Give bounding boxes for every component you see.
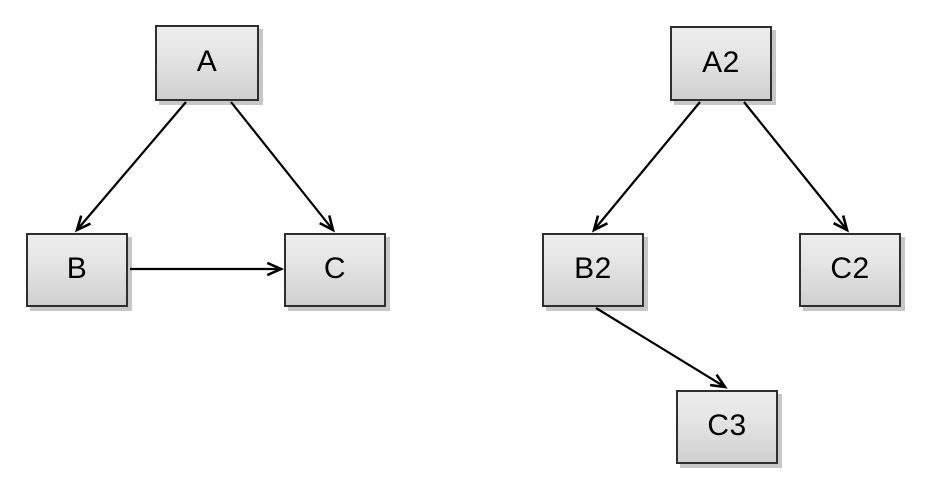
node-label: C2 bbox=[830, 252, 870, 285]
node-a[interactable]: A bbox=[155, 25, 259, 101]
arrowhead-icon bbox=[591, 215, 609, 233]
edge-line bbox=[76, 101, 187, 231]
node-label: C3 bbox=[707, 409, 747, 442]
edge-line bbox=[230, 101, 334, 231]
edge-a2-to-c2 bbox=[743, 101, 849, 233]
node-c2[interactable]: C2 bbox=[799, 233, 901, 307]
arrowhead-icon bbox=[74, 215, 92, 233]
node-b[interactable]: B bbox=[26, 233, 128, 307]
edge-a-to-b bbox=[74, 101, 187, 233]
node-b2[interactable]: B2 bbox=[542, 233, 644, 307]
edge-line bbox=[595, 307, 726, 388]
node-c3[interactable]: C3 bbox=[676, 390, 778, 464]
arrowhead-icon bbox=[266, 261, 285, 277]
node-label: A2 bbox=[702, 45, 740, 79]
edge-line bbox=[593, 101, 701, 231]
edge-b2-to-c3 bbox=[595, 307, 728, 389]
edge-a-to-c bbox=[230, 101, 335, 233]
edge-a2-to-b2 bbox=[591, 101, 701, 233]
node-label: A bbox=[196, 45, 218, 78]
arrowhead-icon bbox=[319, 215, 335, 233]
arrowhead-icon bbox=[833, 215, 849, 233]
node-label: B bbox=[66, 252, 88, 285]
edge-line bbox=[743, 101, 848, 231]
node-label: C bbox=[323, 252, 347, 285]
node-a2[interactable]: A2 bbox=[670, 26, 772, 101]
edge-b-to-c bbox=[130, 261, 285, 277]
node-c[interactable]: C bbox=[284, 233, 386, 307]
node-label: B2 bbox=[574, 252, 612, 285]
arrowhead-icon bbox=[709, 373, 728, 389]
